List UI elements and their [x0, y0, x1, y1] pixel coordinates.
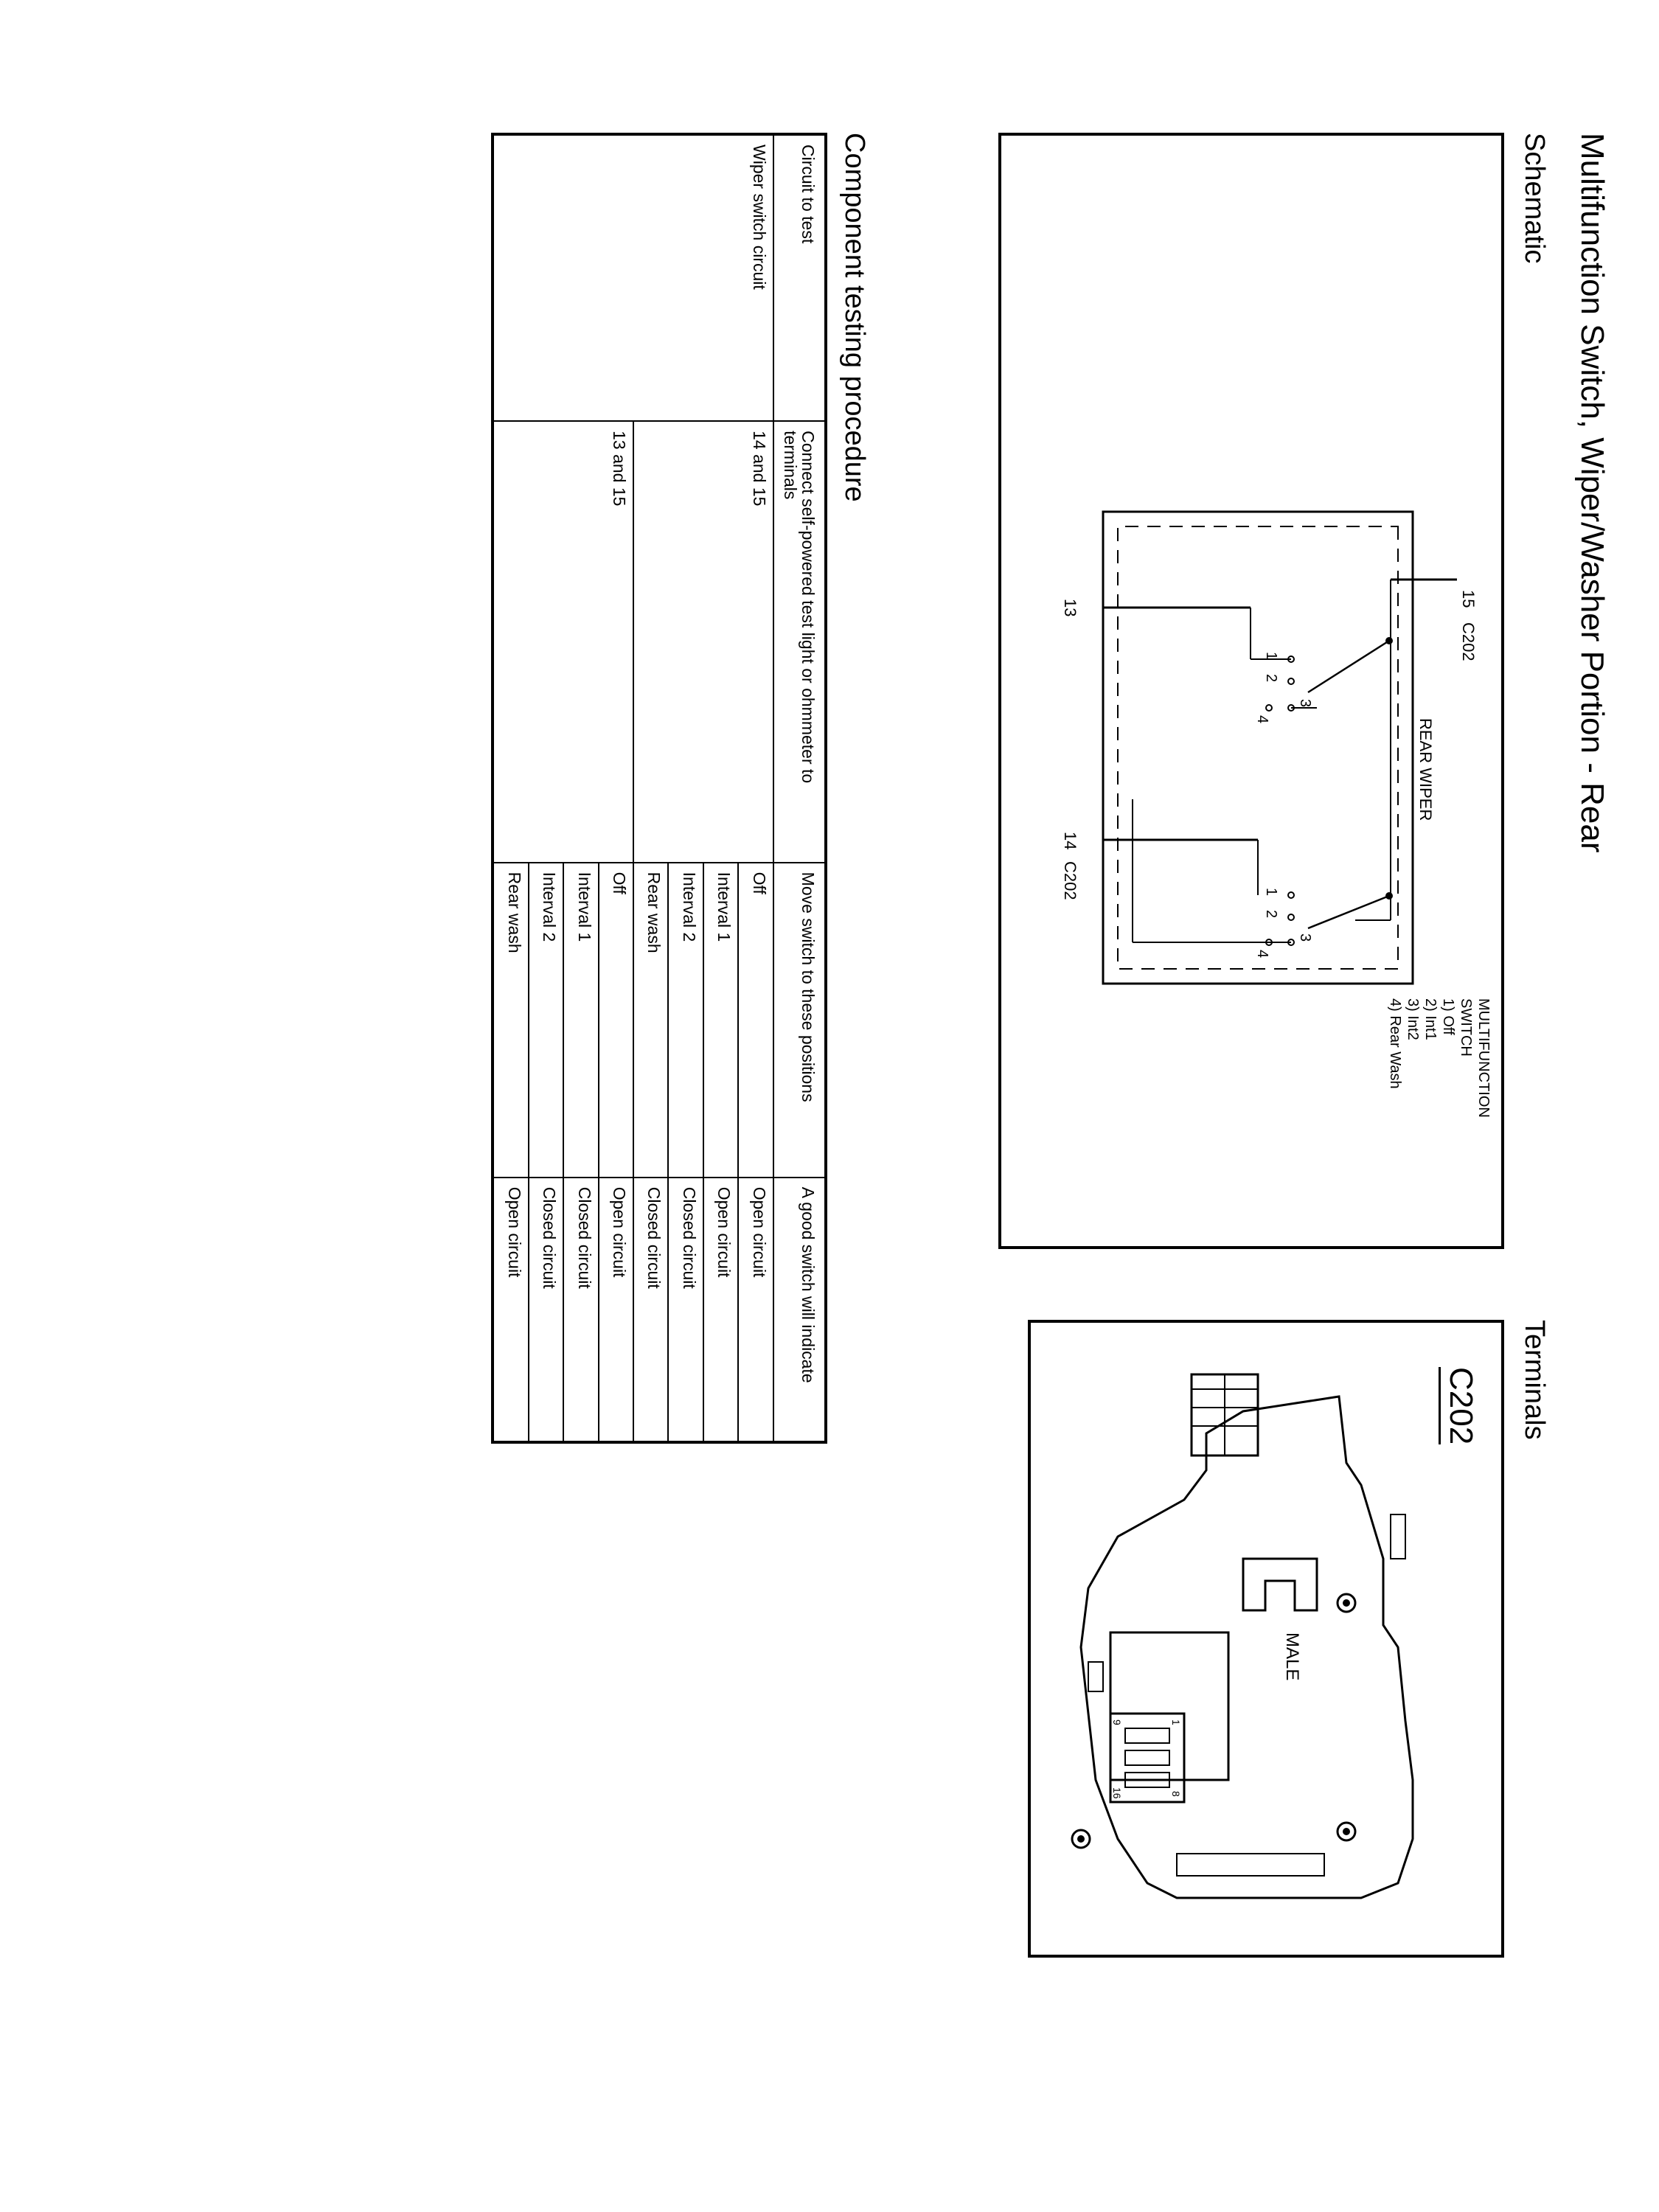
position-cell: Off: [598, 862, 634, 1178]
contact-label-b2: 2: [1263, 910, 1279, 918]
mount-hole-top: [1336, 1593, 1357, 1613]
connector-c202-drawing: 1 8 9 16: [1071, 1373, 1414, 1899]
contact-label-a2: 2: [1263, 674, 1279, 682]
result-cell: Open circuit: [598, 1177, 634, 1442]
position-cell: Rear wash: [633, 862, 669, 1178]
switch-legend-title-1: MULTIFUNCTION: [1475, 998, 1492, 1118]
wiper-switch-schematic: 15 C202 13 14 C202 REAR WIPER 1 2 3 4 1 …: [1061, 510, 1492, 1118]
switch-dashed-boundary: [1117, 526, 1399, 970]
switch-position-off: 1) Off: [1440, 998, 1456, 1035]
pin-13-label: 13: [1061, 599, 1079, 616]
result-cell: Closed circuit: [528, 1177, 564, 1442]
contact-a2: [1287, 678, 1295, 685]
position-cell: Rear wash: [493, 862, 529, 1178]
clip-tab-bottom: [1088, 1661, 1104, 1692]
procedure-table: Circuit to test Connect self-powered tes…: [491, 133, 827, 1444]
pin-block-1: [1124, 1728, 1170, 1744]
schematic-panel: 15 C202 13 14 C202 REAR WIPER 1 2 3 4 1 …: [998, 133, 1504, 1249]
pin-number-16: 16: [1111, 1787, 1123, 1799]
connector-label-left: C202: [1459, 622, 1478, 661]
pin-header: [1109, 1712, 1186, 1804]
mount-hole-bottom: [1071, 1829, 1091, 1849]
table-row: Wiper switch circuit 14 and 15 Off Open …: [633, 134, 773, 1442]
housing-outline: [1079, 1395, 1414, 1899]
switch-position-int2: 3) Int2: [1405, 998, 1421, 1040]
mount-hole-top-center: [1343, 1599, 1350, 1607]
contact-a4: [1265, 704, 1273, 712]
side-rail: [1176, 1853, 1325, 1877]
result-cell: Open circuit: [493, 1177, 529, 1442]
switch-body-outline: [1102, 510, 1414, 985]
table-header-row: Circuit to test Connect self-powered tes…: [773, 134, 826, 1442]
terminals-panel: C202 MALE 1 8 9: [1028, 1320, 1504, 1958]
u-bracket: [1242, 1557, 1318, 1612]
contact-label-b1: 1: [1263, 888, 1279, 896]
header-terminals: Connect self-powered test light or ohmme…: [773, 421, 826, 863]
contact-b1: [1287, 891, 1295, 899]
contact-label-b3: 3: [1297, 933, 1313, 942]
mount-hole-right-center: [1343, 1828, 1350, 1835]
header-result: A good switch will indicate: [773, 1177, 826, 1442]
schematic-heading: Schematic: [1519, 133, 1550, 264]
switch-legend-title-2: SWITCH: [1458, 998, 1474, 1057]
circuit-cell: Wiper switch circuit: [633, 134, 773, 422]
mount-hole-bottom-center: [1077, 1835, 1085, 1843]
contact-label-a1: 1: [1263, 652, 1279, 660]
terminals-cell: 13 and 15: [493, 421, 634, 863]
connector-c202-label: C202: [1439, 1367, 1479, 1445]
result-cell: Closed circuit: [633, 1177, 669, 1442]
pin-block-2: [1124, 1750, 1170, 1766]
result-cell: Closed circuit: [563, 1177, 599, 1442]
contact-label-b4: 4: [1254, 950, 1270, 958]
pin-15-label: 15: [1459, 590, 1478, 608]
contact-label-a4: 4: [1254, 715, 1270, 723]
clip-tab-top: [1390, 1514, 1406, 1559]
header-circuit: Circuit to test: [773, 134, 826, 422]
terminals-heading: Terminals: [1519, 1320, 1550, 1440]
procedure-heading: Component testing procedure: [839, 133, 870, 502]
position-cell: Interval 2: [528, 862, 564, 1178]
wiper-arm-a: [1307, 639, 1390, 694]
terminals-cell: 14 and 15: [633, 421, 773, 863]
pin-number-9: 9: [1111, 1719, 1123, 1725]
header-positions: Move switch to these positions: [773, 862, 826, 1178]
result-cell: Closed circuit: [668, 1177, 703, 1442]
position-cell: Interval 1: [703, 862, 739, 1178]
switch-position-int1: 2) Int1: [1422, 998, 1439, 1040]
mount-hole-right: [1336, 1821, 1357, 1842]
wiper-arm-b: [1307, 894, 1390, 930]
rear-wiper-label: REAR WIPER: [1416, 718, 1435, 821]
connector-label-right: C202: [1061, 861, 1079, 900]
pin-number-8: 8: [1170, 1791, 1182, 1797]
table-row: 13 and 15 Off Open circuit: [493, 134, 634, 1442]
position-cell: Interval 1: [563, 862, 599, 1178]
pin-14-label: 14: [1061, 832, 1079, 849]
switch-position-rear-wash: 4) Rear Wash: [1387, 998, 1403, 1089]
pin-number-1: 1: [1170, 1719, 1182, 1725]
pin-block-3: [1124, 1772, 1170, 1788]
page-title: Multifunction Switch, Wiper/Washer Porti…: [1574, 133, 1610, 853]
result-cell: Open circuit: [703, 1177, 739, 1442]
contact-b2: [1287, 914, 1295, 921]
contact-label-a3: 3: [1297, 699, 1313, 707]
position-cell: Off: [738, 862, 773, 1178]
circuit-cell-empty: [493, 134, 634, 422]
result-cell: Open circuit: [738, 1177, 773, 1442]
position-cell: Interval 2: [668, 862, 703, 1178]
